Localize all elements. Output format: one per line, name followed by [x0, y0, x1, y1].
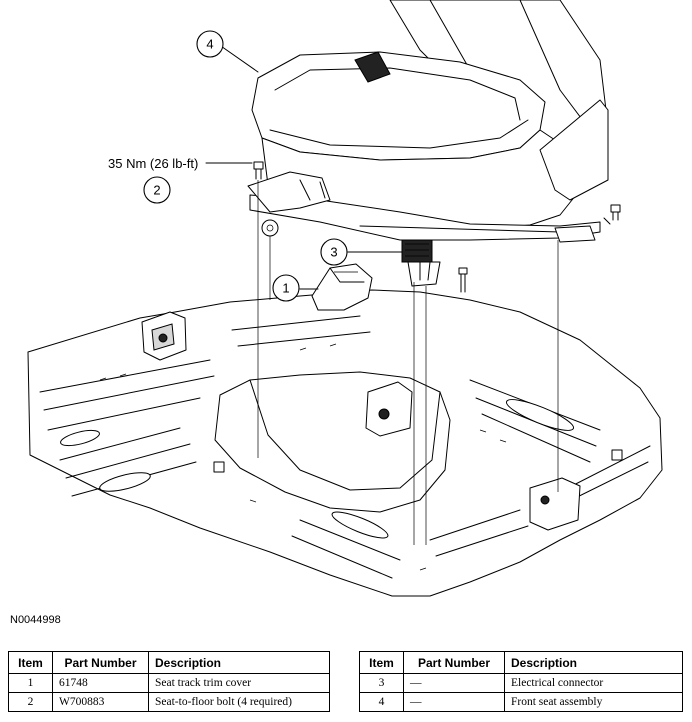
callout-2: 2: [143, 176, 171, 204]
part-number-cell: W700883: [52, 692, 149, 712]
item-cell: 3: [359, 673, 404, 693]
figure-code: N0044998: [10, 614, 61, 626]
description-cell: Seat-to-floor bolt (4 required): [148, 692, 330, 712]
header-part-number: Part Number: [52, 651, 149, 674]
table-header-row: Item Part Number Description: [8, 651, 330, 674]
header-item: Item: [359, 651, 404, 674]
seat-installation-diagram: 35 Nm (26 lb-ft) 1 2 3 4: [27, 0, 663, 597]
callout-1: 1: [272, 274, 300, 302]
part-number-cell: —: [403, 673, 505, 693]
seat-to-floor-bolt-illustration: [253, 161, 621, 293]
description-cell: Electrical connector: [504, 673, 683, 693]
header-item: Item: [8, 651, 53, 674]
torque-spec-label: 35 Nm (26 lb-ft): [108, 156, 198, 171]
header-description: Description: [504, 651, 683, 674]
header-part-number: Part Number: [403, 651, 505, 674]
svg-text:3: 3: [330, 245, 337, 260]
callout-3: 3: [320, 238, 348, 266]
callout-leaders: [205, 43, 403, 290]
front-seat-assembly-illustration: [247, 0, 609, 243]
svg-text:4: 4: [206, 37, 213, 52]
alignment-lines: [257, 180, 559, 545]
part-number-cell: —: [403, 692, 505, 712]
svg-text:1: 1: [282, 281, 289, 296]
description-cell: Front seat assembly: [504, 692, 683, 712]
parts-table-left: Item Part Number Description 1 61748 Sea…: [8, 651, 330, 712]
item-cell: 4: [359, 692, 404, 712]
callout-4: 4: [196, 30, 224, 58]
seat-track-trim-cover-illustration: [311, 263, 373, 311]
table-row: 2 W700883 Seat-to-floor bolt (4 required…: [8, 692, 330, 712]
floor-pan-illustration: [27, 289, 663, 597]
item-cell: 2: [8, 692, 53, 712]
parts-table-right: Item Part Number Description 3 — Electri…: [359, 651, 683, 712]
table-header-row: Item Part Number Description: [359, 651, 683, 674]
table-row: 1 61748 Seat track trim cover: [8, 673, 330, 693]
header-description: Description: [148, 651, 330, 674]
table-row: 4 — Front seat assembly: [359, 692, 683, 712]
table-row: 3 — Electrical connector: [359, 673, 683, 693]
item-cell: 1: [8, 673, 53, 693]
electrical-connector-illustration: [401, 239, 441, 287]
part-number-cell: 61748: [52, 673, 149, 693]
description-cell: Seat track trim cover: [148, 673, 330, 693]
svg-text:2: 2: [153, 183, 160, 198]
